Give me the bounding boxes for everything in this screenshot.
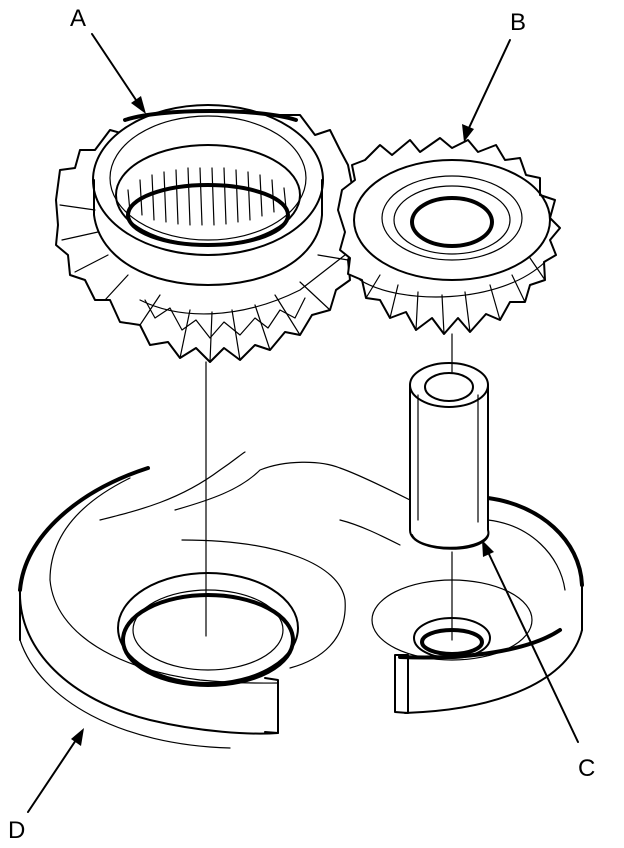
housing-right-spiral-end — [394, 654, 409, 714]
gear-b — [337, 137, 561, 335]
housing-contour-line — [99, 451, 246, 521]
gear-b-hub-ring — [393, 185, 511, 255]
leader-lines — [27, 33, 579, 813]
callout-d: D — [8, 817, 25, 844]
gear-b-teeth — [337, 137, 561, 335]
housing-right-rim — [486, 496, 584, 587]
arrowhead-a — [131, 96, 146, 114]
pin-c-top-bore — [424, 372, 474, 402]
housing-left-rim-inner — [49, 477, 131, 581]
callout-b: B — [510, 9, 526, 36]
leader-b — [467, 39, 511, 131]
leader-a — [91, 33, 141, 107]
gear-a-hub-rim — [109, 115, 307, 241]
assembly-lines — [205, 333, 453, 641]
gear-a-tooth-band — [144, 297, 306, 339]
gear-a-hub-side — [93, 179, 323, 286]
housing-contour-line — [339, 519, 401, 546]
housing-contour-line — [339, 467, 411, 501]
housing-bore-a-inner — [132, 589, 284, 671]
gear-b-hub-outer — [381, 175, 523, 261]
arrowhead-c — [482, 540, 494, 557]
housing-left-floor — [49, 579, 279, 684]
gear-b-tooth-edges — [365, 257, 546, 335]
gear-b-tooth-root — [359, 261, 546, 298]
housing-left-rim — [18, 466, 150, 592]
callout-c: C — [578, 755, 595, 782]
callout-a: A — [70, 5, 86, 32]
housing-bore-a — [121, 593, 295, 687]
housing-left-wall-lower-edge — [19, 639, 231, 749]
arrowhead-b — [462, 124, 474, 142]
arrowhead-d — [71, 728, 84, 746]
housing-spiral-end — [264, 677, 279, 734]
housing-left-wall-bottom — [18, 589, 279, 735]
pin-c — [409, 362, 490, 550]
housing-contour-line — [174, 461, 341, 511]
leader-c — [487, 551, 579, 743]
gear-a-bore-bottom — [126, 183, 290, 247]
leader-d — [27, 739, 77, 813]
gear-a-top-edge — [123, 109, 298, 122]
gear-b-face — [353, 159, 551, 281]
gear-a — [55, 104, 357, 363]
housing-left-boss-contour — [181, 539, 346, 669]
pin-c-highlight — [417, 394, 479, 523]
housing-right-wall-bottom — [404, 629, 583, 714]
gear-b-bore — [410, 196, 494, 248]
housing-right-rim-inner — [487, 519, 566, 591]
gear-a-hub-top — [92, 104, 324, 256]
gear-a-splines — [127, 167, 287, 226]
pin-c-bottom-chamfer — [411, 534, 489, 549]
gear-a-tooth-root — [139, 254, 346, 315]
housing — [18, 451, 584, 749]
pin-c-body — [409, 384, 490, 550]
